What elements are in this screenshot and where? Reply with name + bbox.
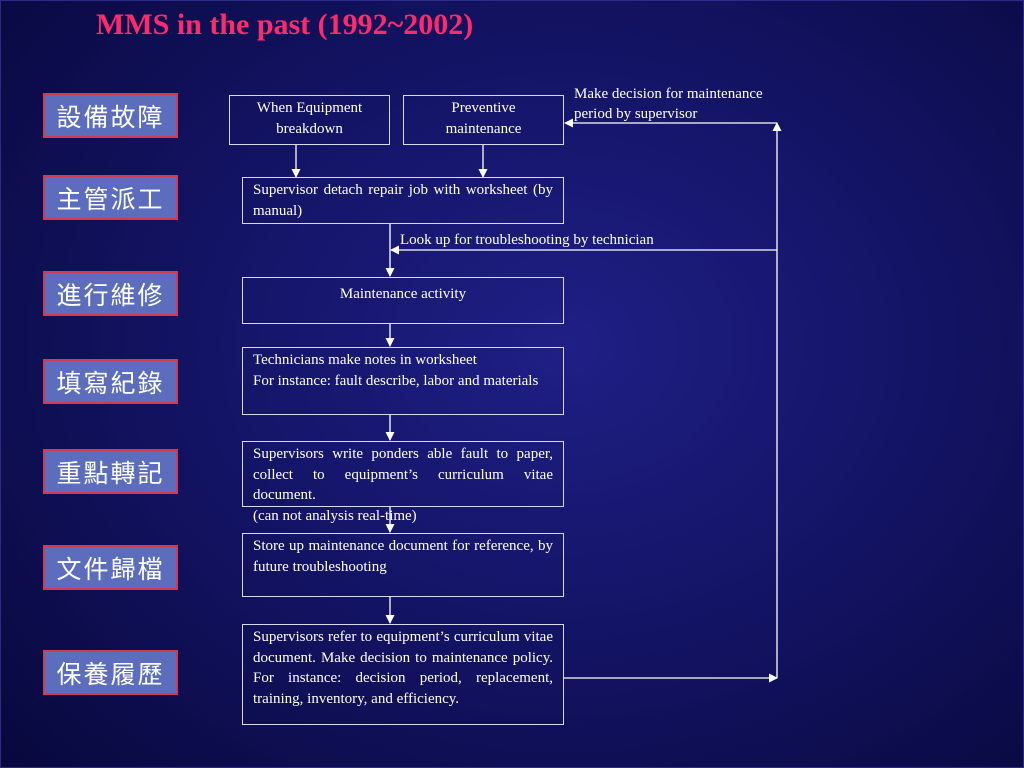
step-supervisor-dispatch: 主管派工 bbox=[43, 175, 178, 220]
box-preventive-maintenance: Preventive maintenance bbox=[403, 95, 564, 145]
step-key-transcription: 重點轉記 bbox=[43, 449, 178, 494]
note-lookup-troubleshooting: Look up for troubleshooting by technicia… bbox=[400, 232, 654, 248]
step-document-filing: 文件歸檔 bbox=[43, 545, 178, 590]
step-fill-record: 填寫紀錄 bbox=[43, 359, 178, 404]
box-supervisor-detach: Supervisor detach repair job with worksh… bbox=[242, 177, 564, 224]
box-supervisors-refer: Supervisors refer to equipment’s curricu… bbox=[242, 624, 564, 725]
slide-title: MMS in the past (1992~2002) bbox=[96, 8, 474, 41]
box-maintenance-activity: Maintenance activity bbox=[242, 277, 564, 324]
note-decision-by-supervisor: Make decision for maintenance period by … bbox=[574, 86, 763, 122]
step-perform-maintenance: 進行維修 bbox=[43, 271, 178, 316]
step-maintenance-history: 保養履歷 bbox=[43, 650, 178, 695]
box-supervisors-write: Supervisors write ponders able fault to … bbox=[242, 441, 564, 524]
box-equipment-breakdown: When Equipment breakdown bbox=[229, 95, 390, 145]
box-technician-notes: Technicians make notes in worksheet For … bbox=[242, 347, 564, 415]
box-store-document: Store up maintenance document for refere… bbox=[242, 533, 564, 597]
step-equipment-failure: 設備故障 bbox=[43, 93, 178, 138]
